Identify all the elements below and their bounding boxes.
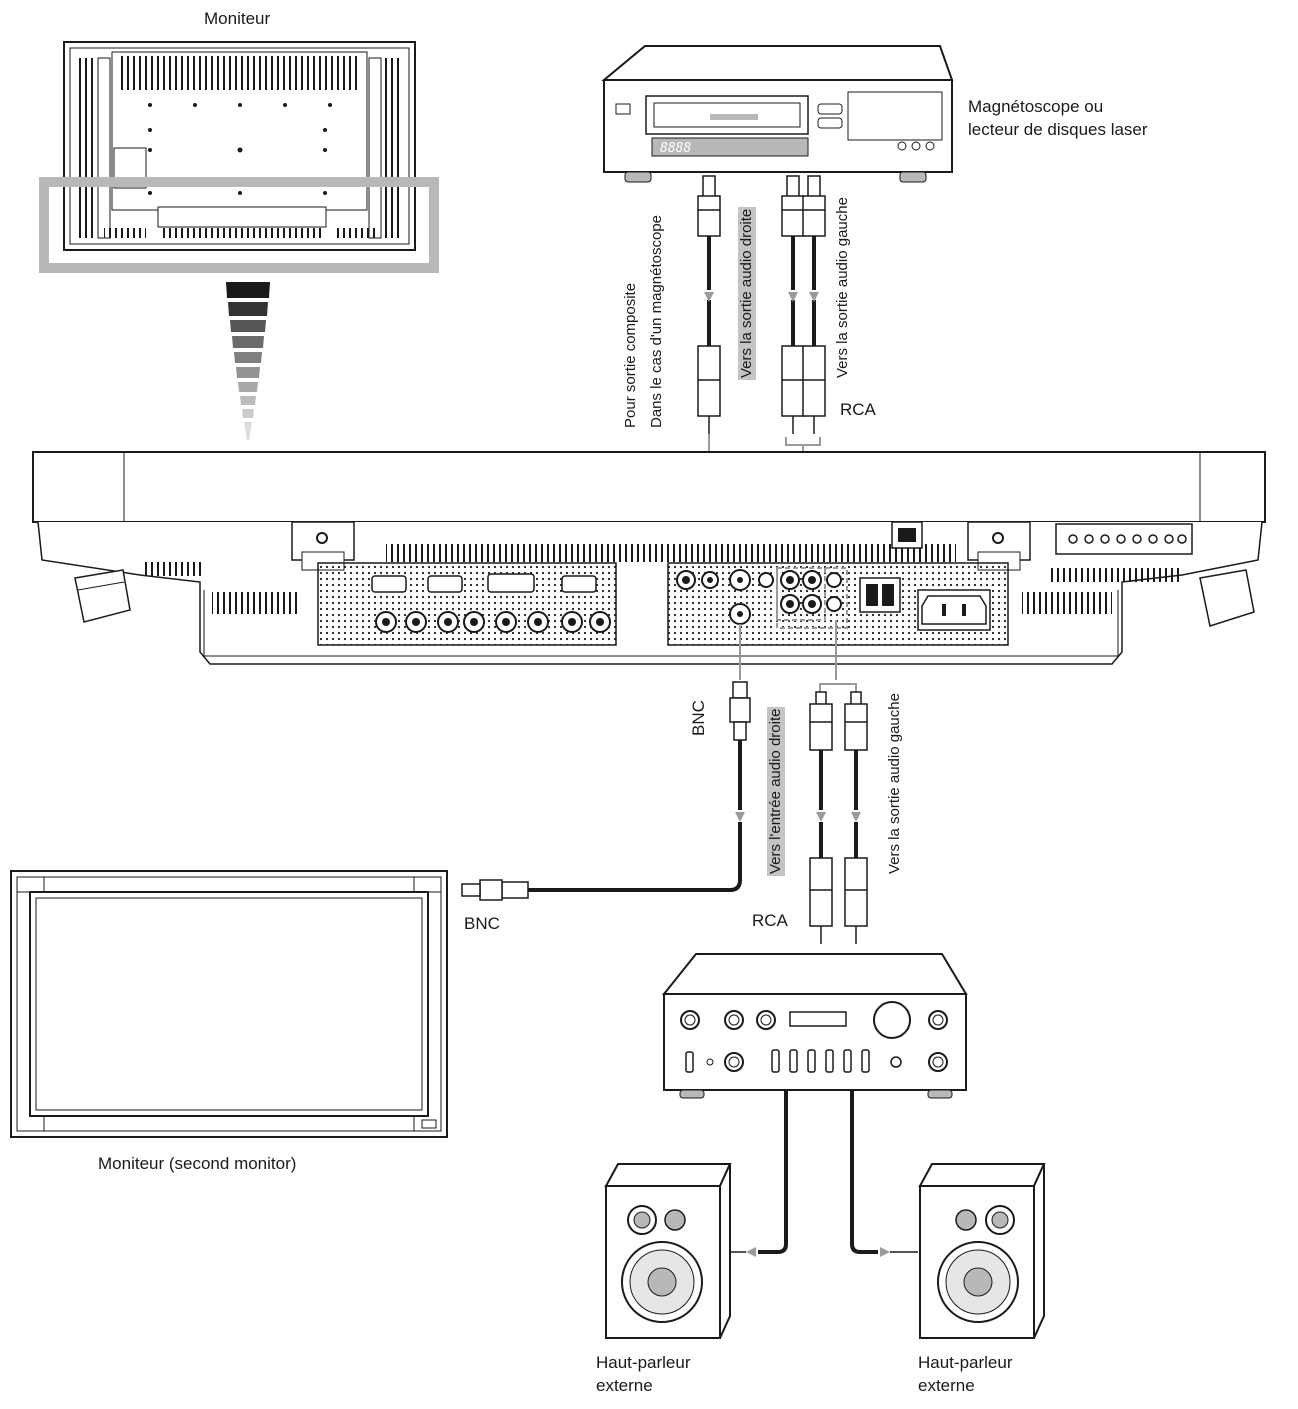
vcr-label-line1: Magnétoscope ou bbox=[968, 97, 1104, 116]
amp-left-out-label: Vers la sortie audio gauche bbox=[886, 693, 903, 874]
rca-bottom-label: RCA bbox=[752, 911, 788, 930]
bottom-rca-cables bbox=[809, 691, 868, 944]
vcr-label-line2: lecteur de disques laser bbox=[968, 120, 1148, 139]
speaker-left bbox=[604, 1163, 732, 1339]
vcr-left-out-label: Vers la sortie audio gauche bbox=[834, 197, 851, 378]
bnc-bottom-label: BNC bbox=[464, 914, 500, 933]
bnc-cable bbox=[461, 681, 751, 901]
speaker-cables bbox=[758, 1090, 878, 1254]
speaker-right bbox=[918, 1163, 1046, 1339]
bottom-connection-lines bbox=[739, 620, 857, 692]
speaker-right-label-line2: externe bbox=[918, 1376, 975, 1395]
vcr-device: 8888 bbox=[601, 45, 954, 183]
composite-label-line2: Dans le cas d'un magnétoscope bbox=[648, 215, 665, 428]
top-cables bbox=[697, 175, 826, 434]
second-monitor bbox=[10, 870, 448, 1138]
vcr-counter-display: 8888 bbox=[660, 141, 691, 156]
vcr-right-out-label: Vers la sortie audio droite bbox=[738, 206, 756, 380]
monitor-rear-view bbox=[39, 41, 439, 273]
bnc-top-label: BNC bbox=[689, 700, 708, 736]
monitor-bottom-panel bbox=[32, 451, 1266, 665]
speaker-left-label-line1: Haut-parleur bbox=[596, 1353, 691, 1372]
top-arrows bbox=[704, 292, 819, 302]
second-monitor-label: Moniteur (second monitor) bbox=[98, 1154, 297, 1173]
composite-label-line1: Pour sortie composite bbox=[622, 282, 639, 428]
zoom-indicator bbox=[226, 282, 270, 440]
amp-right-in-label: Vers l'entrée audio droite bbox=[767, 706, 785, 876]
speaker-left-label-line2: externe bbox=[596, 1376, 653, 1395]
monitor-top-label: Moniteur bbox=[204, 9, 271, 28]
rca-top-label: RCA bbox=[840, 400, 876, 419]
amplifier-device bbox=[661, 953, 968, 1099]
speaker-right-label-line1: Haut-parleur bbox=[918, 1353, 1013, 1372]
